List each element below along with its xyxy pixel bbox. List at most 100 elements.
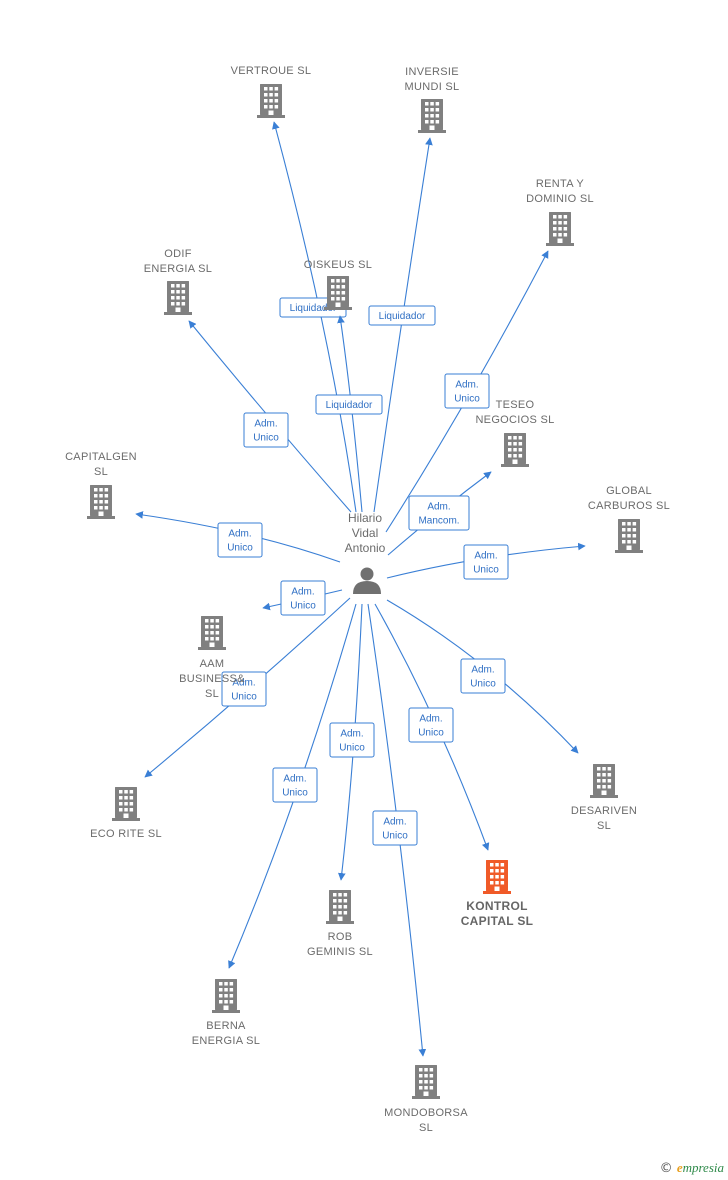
company-label[interactable]: OISKEUS SL xyxy=(304,259,372,271)
company-label[interactable]: SL xyxy=(597,820,611,832)
company-label[interactable]: CARBUROS SL xyxy=(588,500,670,512)
role-badge[interactable] xyxy=(280,580,326,616)
company-label[interactable]: MUNDI SL xyxy=(405,81,460,93)
role-badge[interactable] xyxy=(315,394,383,415)
company-label[interactable]: TESEO xyxy=(496,399,535,411)
relation-ecorite[interactable]: Adm.Unico xyxy=(144,597,351,778)
company-label[interactable]: BERNA xyxy=(206,1020,246,1032)
role-badge[interactable] xyxy=(460,658,506,694)
company-label[interactable]: VERTROUE SL xyxy=(231,65,312,77)
role-badge[interactable] xyxy=(463,544,509,580)
relation-capitalgen[interactable]: Adm.Unico xyxy=(135,511,341,563)
role-badge[interactable] xyxy=(408,495,470,531)
company-node-odif[interactable]: ODIF ENERGIA SL xyxy=(144,248,212,315)
company-node-berna[interactable]: BERNA ENERGIA SL xyxy=(192,979,260,1047)
role-badge[interactable] xyxy=(329,722,375,758)
relation-global[interactable]: Adm. Unico xyxy=(386,542,586,580)
building-icon[interactable] xyxy=(501,433,529,467)
building-icon[interactable] xyxy=(412,1065,440,1099)
brand-logo[interactable]: empresia xyxy=(676,1160,724,1175)
company-node-vertroue[interactable]: VERTROUE SL xyxy=(231,65,312,118)
person-icon[interactable] xyxy=(353,567,381,595)
company-label[interactable]: BUSINESS& xyxy=(179,673,245,685)
company-label[interactable]: CAPITALGEN xyxy=(65,451,137,463)
role-badge[interactable] xyxy=(217,522,263,558)
relation-kontrol[interactable]: Adm.Unico xyxy=(374,603,490,851)
relation-berna[interactable]: Adm.Unico xyxy=(228,603,357,969)
company-label[interactable]: SL xyxy=(205,688,219,700)
relation-aam[interactable]: Adm.Unico xyxy=(262,580,343,616)
company-node-capitalgen[interactable]: CAPITALGEN SL xyxy=(65,451,137,519)
company-label[interactable]: ECO RITE SL xyxy=(90,828,162,840)
company-label[interactable]: GLOBAL xyxy=(606,485,652,497)
company-label[interactable]: KONTROL xyxy=(466,899,527,913)
building-icon[interactable] xyxy=(590,764,618,798)
relation-vertroue[interactable]: Liquidador xyxy=(272,121,357,513)
company-label[interactable]: NEGOCIOS SL xyxy=(475,414,554,426)
role-badge[interactable] xyxy=(444,373,490,409)
company-node-aam[interactable]: AAM BUSINESS&SL xyxy=(179,616,245,700)
role-label: Unico xyxy=(227,543,253,554)
role-badge[interactable] xyxy=(408,707,454,743)
role-label: Unico xyxy=(473,565,499,576)
company-label[interactable]: RENTA Y xyxy=(536,178,585,190)
relation-renta[interactable]: Adm.Unico xyxy=(385,250,549,533)
building-icon[interactable] xyxy=(324,276,352,310)
relation-mondoborsa[interactable]: Adm.Unico xyxy=(367,603,427,1057)
relation-odif[interactable]: Adm.Unico xyxy=(188,320,352,513)
company-node-mondoborsa[interactable]: MONDOBORSA SL xyxy=(384,1065,468,1134)
company-label[interactable]: ROB xyxy=(328,931,353,943)
role-label: Adm. xyxy=(474,551,497,562)
relation-teseo[interactable]: Adm.Mancom. xyxy=(387,471,492,556)
company-label[interactable]: SL xyxy=(419,1122,433,1134)
building-icon[interactable] xyxy=(257,84,285,118)
role-badge[interactable] xyxy=(221,671,267,707)
company-node-teseo[interactable]: TESEO NEGOCIOS SL xyxy=(475,399,554,467)
building-icon[interactable] xyxy=(418,99,446,133)
role-badge[interactable] xyxy=(372,810,418,846)
company-node-ecorite[interactable]: ECO RITE SL xyxy=(90,787,162,840)
company-label[interactable]: SL xyxy=(94,466,108,478)
role-label: Adm. xyxy=(471,665,494,676)
relation-inversie[interactable]: Liquidador xyxy=(368,137,436,513)
company-label[interactable]: ODIF xyxy=(164,248,191,260)
company-node-rob[interactable]: ROB GEMINIS SL xyxy=(307,890,373,958)
company-label[interactable]: DOMINIO SL xyxy=(526,193,594,205)
relation-desariven[interactable]: Adm. Unico xyxy=(386,599,579,754)
company-node-desariven[interactable]: DESARIVEN SL xyxy=(571,764,637,832)
building-icon[interactable] xyxy=(164,281,192,315)
role-badge[interactable] xyxy=(272,767,318,803)
building-icon[interactable] xyxy=(615,519,643,553)
company-label[interactable]: MONDOBORSA xyxy=(384,1107,468,1119)
role-label: Unico xyxy=(418,728,444,739)
building-icon[interactable] xyxy=(326,890,354,924)
company-label[interactable]: AAM xyxy=(200,658,225,670)
role-label: Adm. xyxy=(291,587,314,598)
role-badge[interactable] xyxy=(368,305,436,326)
building-icon[interactable] xyxy=(546,212,574,246)
building-icon[interactable] xyxy=(198,616,226,650)
company-label[interactable]: CAPITAL SL xyxy=(461,914,534,928)
relation-line xyxy=(373,137,433,513)
company-node-inversie[interactable]: INVERSIE MUNDI SL xyxy=(405,66,460,133)
company-label[interactable]: GEMINIS SL xyxy=(307,946,373,958)
company-node-renta[interactable]: RENTA Y DOMINIO SL xyxy=(526,178,594,246)
relation-rob[interactable]: Adm.Unico xyxy=(329,603,375,881)
building-icon[interactable] xyxy=(483,860,511,894)
company-label[interactable]: INVERSIE xyxy=(405,66,459,78)
building-icon[interactable] xyxy=(212,979,240,1013)
person-name: Antonio xyxy=(345,541,386,555)
relation-oiskeus[interactable]: Liquidador xyxy=(315,315,383,513)
company-node-oiskeus[interactable]: OISKEUS SL xyxy=(304,259,372,310)
building-icon[interactable] xyxy=(87,485,115,519)
role-label: Unico xyxy=(470,679,496,690)
building-icon[interactable] xyxy=(112,787,140,821)
company-label[interactable]: DESARIVEN xyxy=(571,805,637,817)
company-label[interactable]: ENERGIA SL xyxy=(144,263,212,275)
company-label[interactable]: ENERGIA SL xyxy=(192,1035,260,1047)
company-node-global[interactable]: GLOBAL CARBUROS SL xyxy=(588,485,670,553)
role-badge[interactable] xyxy=(243,412,289,448)
